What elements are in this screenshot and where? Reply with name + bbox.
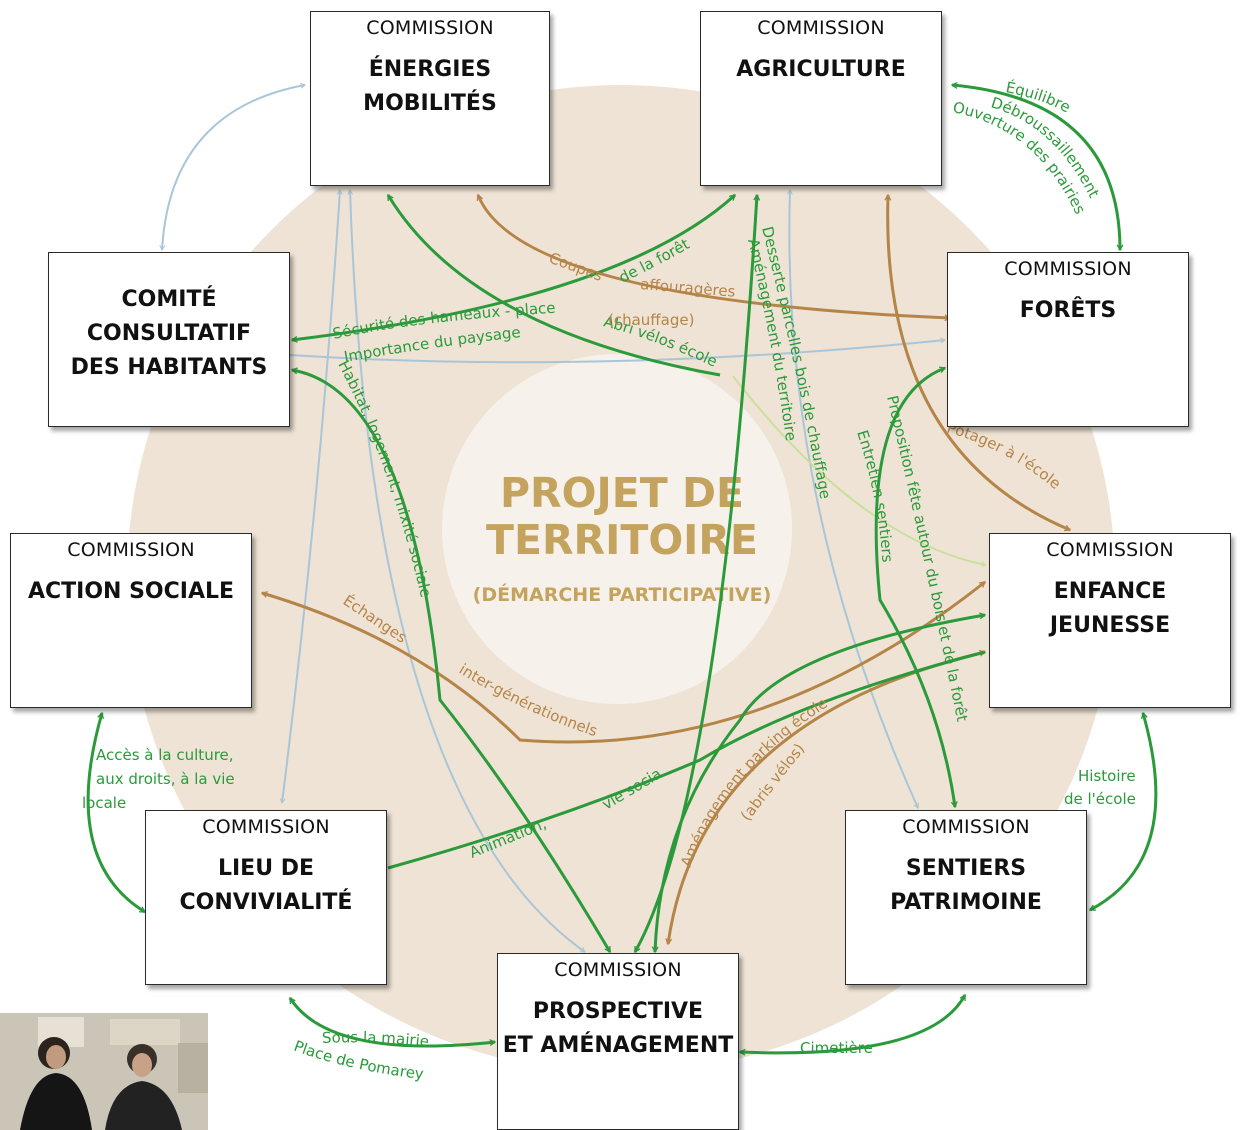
label-culture-2: aux droits, à la vie (96, 770, 235, 788)
label-histoire-2: de l'école (1064, 790, 1136, 808)
box-agriculture-kind: COMMISSION (757, 17, 885, 39)
link-action-lieu (86, 713, 145, 914)
label-histoire-1: Histoire (1078, 767, 1136, 785)
box-agriculture: COMMISSION AGRICULTURE (700, 11, 942, 186)
label-culture-1: Accès à la culture, (96, 746, 234, 764)
link-enfance-sentiers (1090, 713, 1158, 912)
box-energies-name: ÉNERGIES MOBILITÉS (363, 57, 497, 116)
link-enfance-prospective (655, 615, 985, 952)
box-enfance-name: ENFANCE JEUNESSE (1049, 579, 1171, 638)
box-sentiers: COMMISSION SENTIERS PATRIMOINE (845, 810, 1087, 985)
box-comite: COMITÉ CONSULTATIF DES HABITANTS (48, 252, 290, 427)
box-forets: COMMISSION FORÊTS (947, 252, 1189, 427)
box-lieu: COMMISSION LIEU DE CONVIVIALITÉ (145, 810, 387, 985)
photo-presenters (0, 1013, 208, 1130)
box-enfance: COMMISSION ENFANCE JEUNESSE (989, 533, 1231, 708)
box-energies: COMMISSION ÉNERGIES MOBILITÉS (310, 11, 550, 186)
label-chauffage: (chauffage) (608, 311, 694, 329)
box-lieu-name: LIEU DE CONVIVIALITÉ (179, 856, 353, 915)
label-sous-mairie: Sous la mairie (322, 1028, 431, 1050)
link-agri-forets (952, 85, 1120, 250)
center-title-line2: TERRITOIRE (486, 516, 758, 564)
link-agri-enfance (888, 195, 1070, 532)
label-cimetiere: Cimetière (800, 1039, 873, 1057)
link-energies-comite (162, 85, 305, 250)
box-agriculture-name: AGRICULTURE (736, 57, 906, 82)
box-forets-kind: COMMISSION (1004, 258, 1132, 280)
box-enfance-kind: COMMISSION (1046, 539, 1174, 561)
box-sentiers-kind: COMMISSION (902, 816, 1030, 838)
link-comite-prospective (292, 370, 612, 952)
box-prospective-kind: COMMISSION (554, 959, 682, 981)
box-action-sociale-name: ACTION SOCIALE (27, 579, 235, 604)
box-sentiers-name: SENTIERS PATRIMOINE (890, 856, 1042, 915)
label-culture-3: locale (82, 794, 126, 812)
box-action-sociale: COMMISSION ACTION SOCIALE (10, 533, 252, 708)
box-action-sociale-kind: COMMISSION (67, 539, 195, 561)
center-subtitle: (DÉMARCHE PARTICIPATIVE) (473, 583, 772, 606)
link-lieu-enfance (387, 650, 986, 870)
link-prospective-sentiers (740, 995, 967, 1053)
box-prospective: COMMISSION PROSPECTIVE ET AMÉNAGEMENT (497, 953, 739, 1130)
photo-illustration (0, 1013, 208, 1130)
box-energies-kind: COMMISSION (366, 17, 494, 39)
center-title-line1: PROJET DE (500, 469, 744, 517)
link-lieu-prospective (288, 998, 495, 1048)
box-lieu-kind: COMMISSION (202, 816, 330, 838)
box-comite-name: COMITÉ CONSULTATIF DES HABITANTS (70, 287, 268, 380)
box-forets-name: FORÊTS (1019, 298, 1117, 323)
box-prospective-name: PROSPECTIVE ET AMÉNAGEMENT (502, 999, 734, 1058)
